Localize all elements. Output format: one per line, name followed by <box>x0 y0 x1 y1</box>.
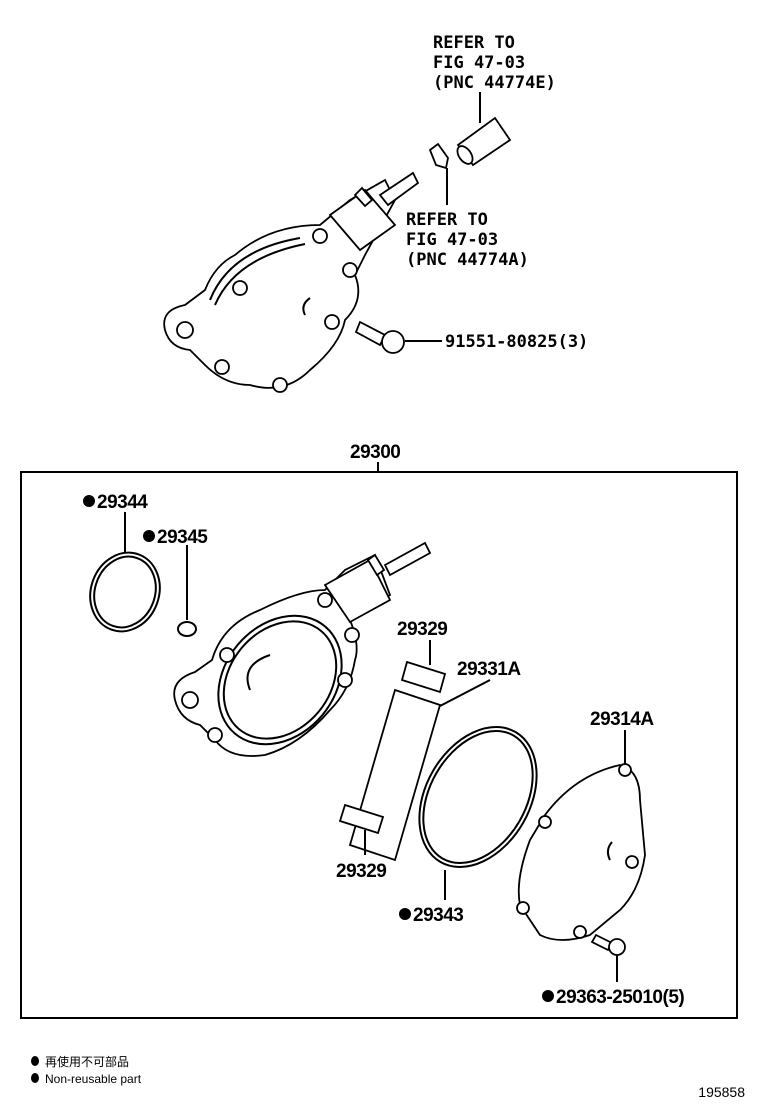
bolt-label: 91551-80825(3) <box>445 332 588 352</box>
ref-hose-label-3: (PNC 44774E) <box>433 73 556 93</box>
o-ring-29345 <box>177 621 197 637</box>
legend-dot-icon <box>31 1073 39 1083</box>
assembly-box <box>20 471 738 1019</box>
bolt-part <box>354 320 405 354</box>
vane-29331a <box>348 688 442 862</box>
part-label-29363: 29363-25010(5) <box>556 987 684 1008</box>
o-ring-29343 <box>418 726 538 868</box>
ref-clamp-label-2: FIG 47-03 <box>406 230 498 250</box>
legend-dot-icon <box>31 1056 39 1066</box>
vane-end-29329-top <box>400 660 447 694</box>
non-reusable-dot-icon <box>399 908 411 920</box>
leader-line <box>439 679 491 707</box>
non-reusable-dot-icon <box>143 530 155 542</box>
legend-en: Non-reusable part <box>45 1072 142 1086</box>
non-reusable-dot-icon <box>83 495 95 507</box>
part-label-29344: 29344 <box>97 492 148 513</box>
hose-part <box>456 116 512 167</box>
part-label-29329-top: 29329 <box>397 619 447 640</box>
ref-clamp-label-1: REFER TO <box>406 210 488 230</box>
screw-29363 <box>590 933 626 956</box>
vacuum-pump-body <box>173 541 432 757</box>
part-label-29343: 29343 <box>413 905 463 926</box>
ref-hose-label-1: REFER TO <box>433 33 515 53</box>
ref-clamp-label-3: (PNC 44774A) <box>406 250 529 270</box>
legend-jp: 再使用不可部品 <box>45 1054 129 1069</box>
o-ring-29344 <box>89 551 161 633</box>
part-label-29331a: 29331A <box>457 659 521 680</box>
figure-id: 195858 <box>698 1084 745 1100</box>
part-label-29329-bottom: 29329 <box>336 861 386 882</box>
part-label-29314a: 29314A <box>590 709 654 730</box>
non-reusable-dot-icon <box>542 990 554 1002</box>
part-label-29345: 29345 <box>157 527 208 548</box>
cover-29314a <box>516 763 646 941</box>
clamp-part <box>428 142 449 170</box>
assembly-number: 29300 <box>350 442 400 463</box>
vacuum-pump-upper <box>163 171 420 393</box>
vane-end-29329-bottom <box>338 803 385 835</box>
ref-hose-label-2: FIG 47-03 <box>433 53 525 73</box>
